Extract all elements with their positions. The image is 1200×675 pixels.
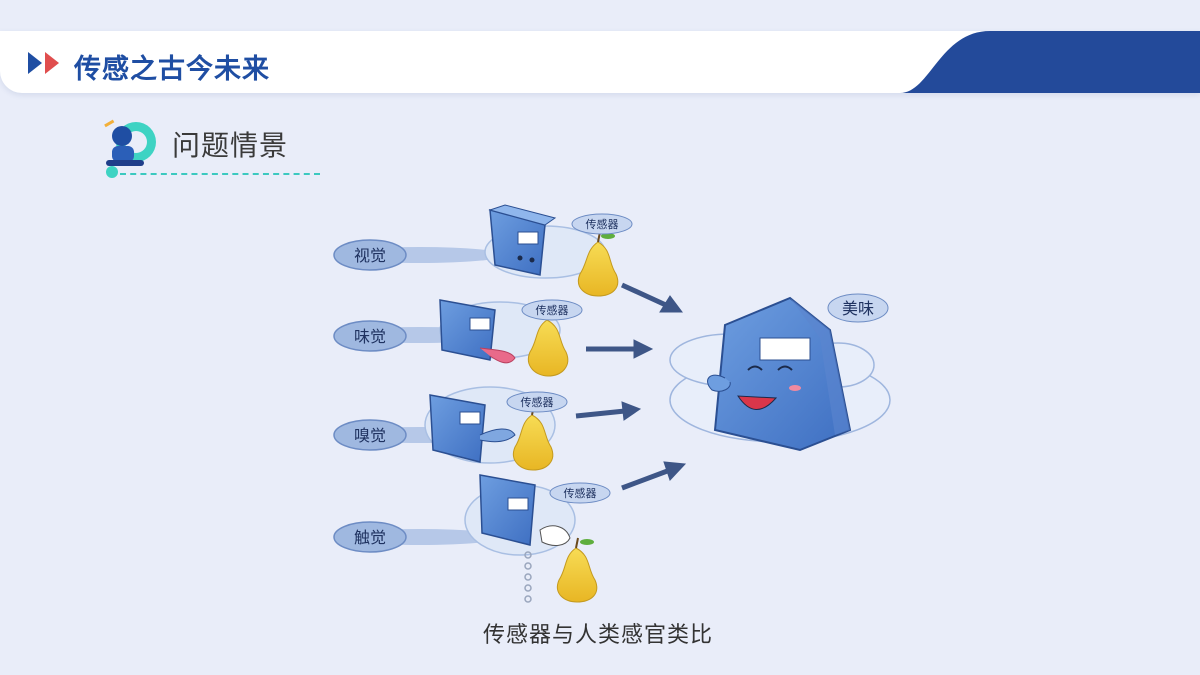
section-title: 问题情景 [172, 129, 289, 162]
svg-text:传感器: 传感器 [586, 218, 619, 231]
illustration-caption: 传感器与人类感官类比 [483, 623, 714, 648]
svg-text:传感器: 传感器 [536, 304, 569, 317]
svg-text:视觉: 视觉 [354, 246, 386, 265]
pear-touch [557, 537, 598, 603]
sensor-box-touch [479, 474, 571, 603]
header-accent-shape [900, 31, 1200, 93]
sensor-analogy-illustration: 视觉 味觉 嗅觉 触觉 传感器 传感器 传感器 传感器 美味 [333, 204, 891, 603]
sensor-tag-taste: 传感器 [521, 299, 583, 321]
result-label: 美味 [827, 293, 889, 323]
svg-text:触觉: 触觉 [354, 528, 386, 547]
brain-character [669, 296, 891, 452]
sensor-box-smell [429, 394, 516, 463]
sense-label-vision: 视觉 [354, 246, 386, 265]
robot-mascot-icon [104, 119, 156, 178]
pear-vision [578, 231, 619, 297]
svg-text:味觉: 味觉 [354, 327, 386, 346]
sense-label-smell: 嗅觉 [354, 426, 386, 445]
sensor-box-vision [488, 204, 557, 276]
svg-text:美味: 美味 [842, 299, 874, 318]
sensor-tag-touch: 传感器 [549, 482, 611, 504]
sense-label-touch: 触觉 [354, 528, 386, 547]
sense-row-taste [333, 299, 569, 377]
svg-text:传感器: 传感器 [564, 487, 597, 500]
sensor-tag-vision: 传感器 [571, 213, 633, 235]
svg-text:嗅觉: 嗅觉 [354, 426, 386, 445]
svg-text:传感器: 传感器 [521, 396, 554, 409]
page-title: 传感之古今未来 [74, 54, 270, 85]
double-play-icon [28, 52, 59, 74]
sense-row-touch [333, 474, 598, 603]
sensor-tag-smell: 传感器 [506, 391, 568, 413]
sense-row-vision [333, 204, 619, 297]
label-bubbles: 视觉 味觉 嗅觉 触觉 传感器 传感器 传感器 传感器 美味 [354, 213, 889, 547]
section-divider [120, 173, 320, 175]
arrows [575, 282, 687, 491]
sense-label-taste: 味觉 [354, 327, 386, 346]
sensor-box-taste [439, 299, 516, 364]
